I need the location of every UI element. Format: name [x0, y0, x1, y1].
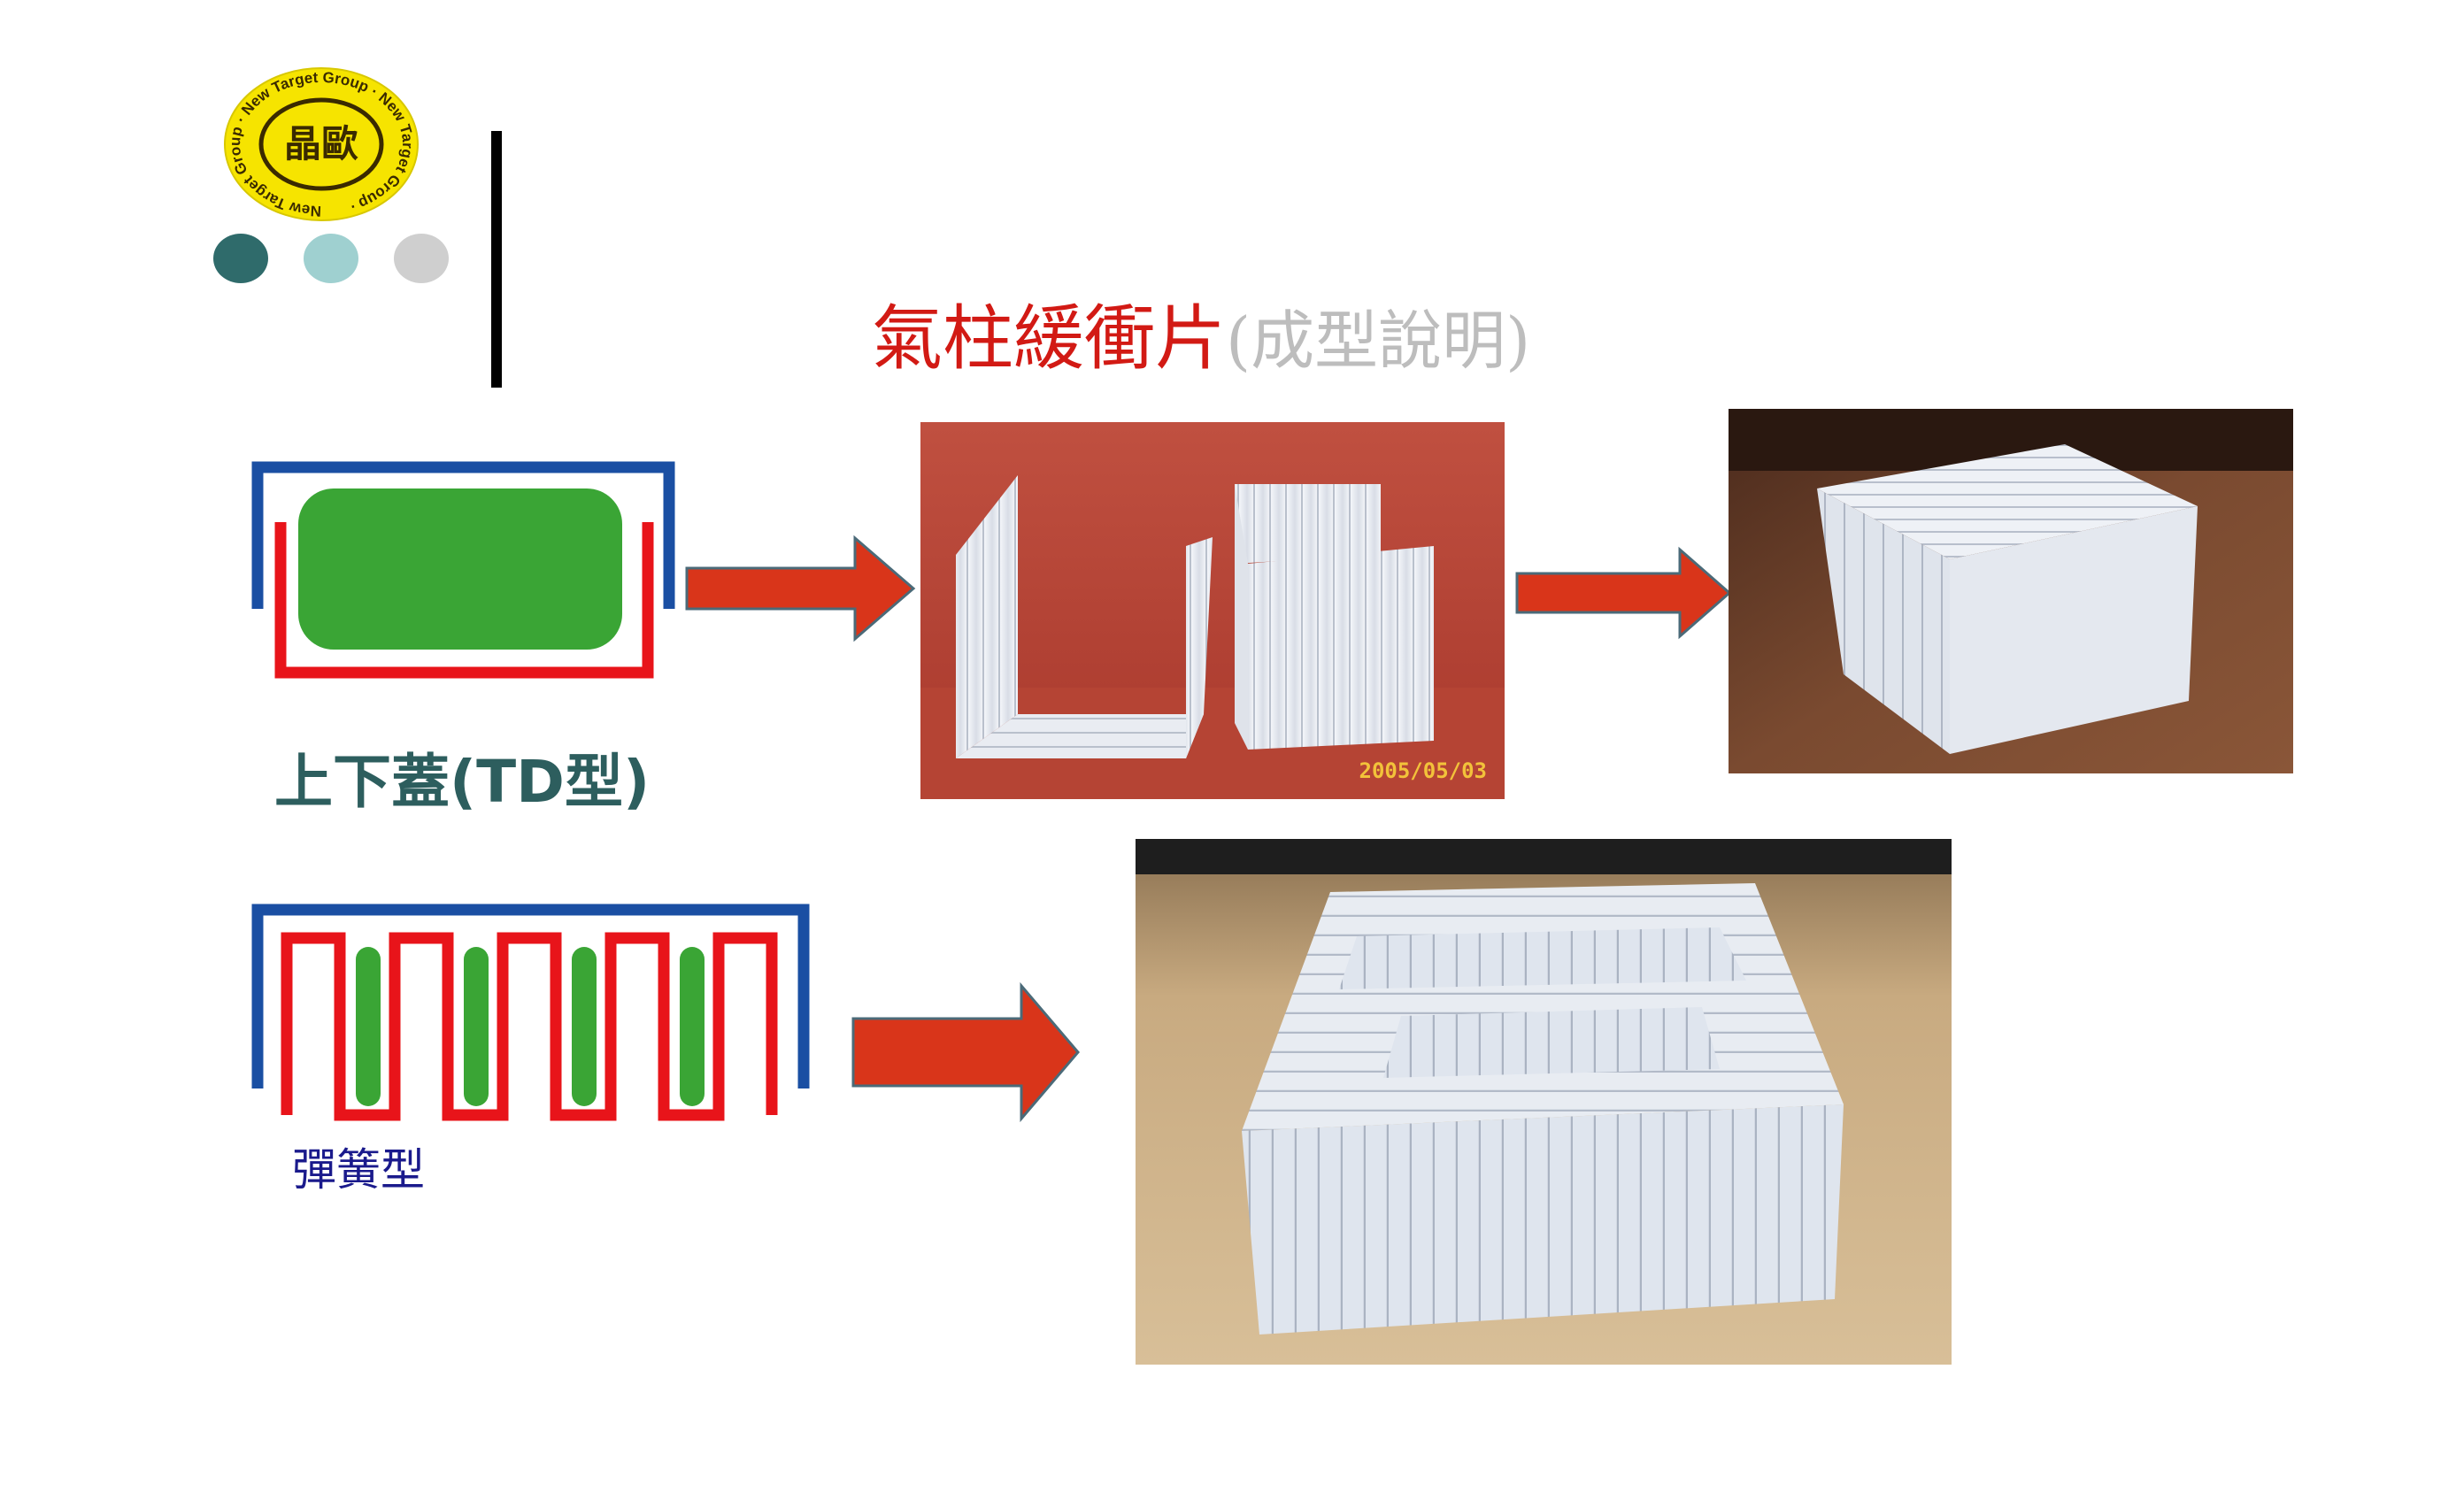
photo-date-stamp: 2005/05/03 [1359, 758, 1488, 783]
decor-dot-teal [304, 234, 358, 283]
arrow-icon [1515, 546, 1732, 640]
td-red-frame [274, 522, 654, 679]
photo-air-column-cube [1729, 409, 2293, 773]
spring-type-diagram [251, 904, 810, 1121]
spring-green-column [464, 947, 489, 1106]
spring-red-zigzag [281, 932, 778, 1121]
photo-air-column-l-sheets: 2005/05/03 [920, 422, 1505, 799]
spring-green-column [572, 947, 597, 1106]
td-green-fill [298, 488, 622, 650]
spring-green-column [356, 947, 381, 1106]
arrow-icon [685, 535, 916, 642]
new-target-group-logo: New Target Group · New Target Group · Ne… [224, 67, 419, 221]
vertical-divider [491, 131, 502, 388]
photo-spring-type-pack [1136, 839, 1952, 1365]
td-type-label: 上下蓋(TD型) [274, 748, 651, 816]
arrow-icon [851, 981, 1080, 1123]
td-blue-frame [251, 461, 675, 609]
spring-green-column [680, 947, 705, 1106]
decor-dot-gray [394, 234, 449, 283]
title-sub: (成型說明) [1226, 304, 1531, 378]
page-title: 氣柱緩衝片(成型說明) [872, 281, 1530, 384]
spring-blue-frame [251, 904, 810, 1088]
spring-type-label: 彈簧型 [292, 1144, 425, 1196]
logo-center-text: 晶歐 [284, 122, 358, 165]
title-main: 氣柱緩衝片 [872, 297, 1226, 380]
decor-dot-dark [213, 234, 268, 283]
td-type-diagram [251, 461, 675, 679]
